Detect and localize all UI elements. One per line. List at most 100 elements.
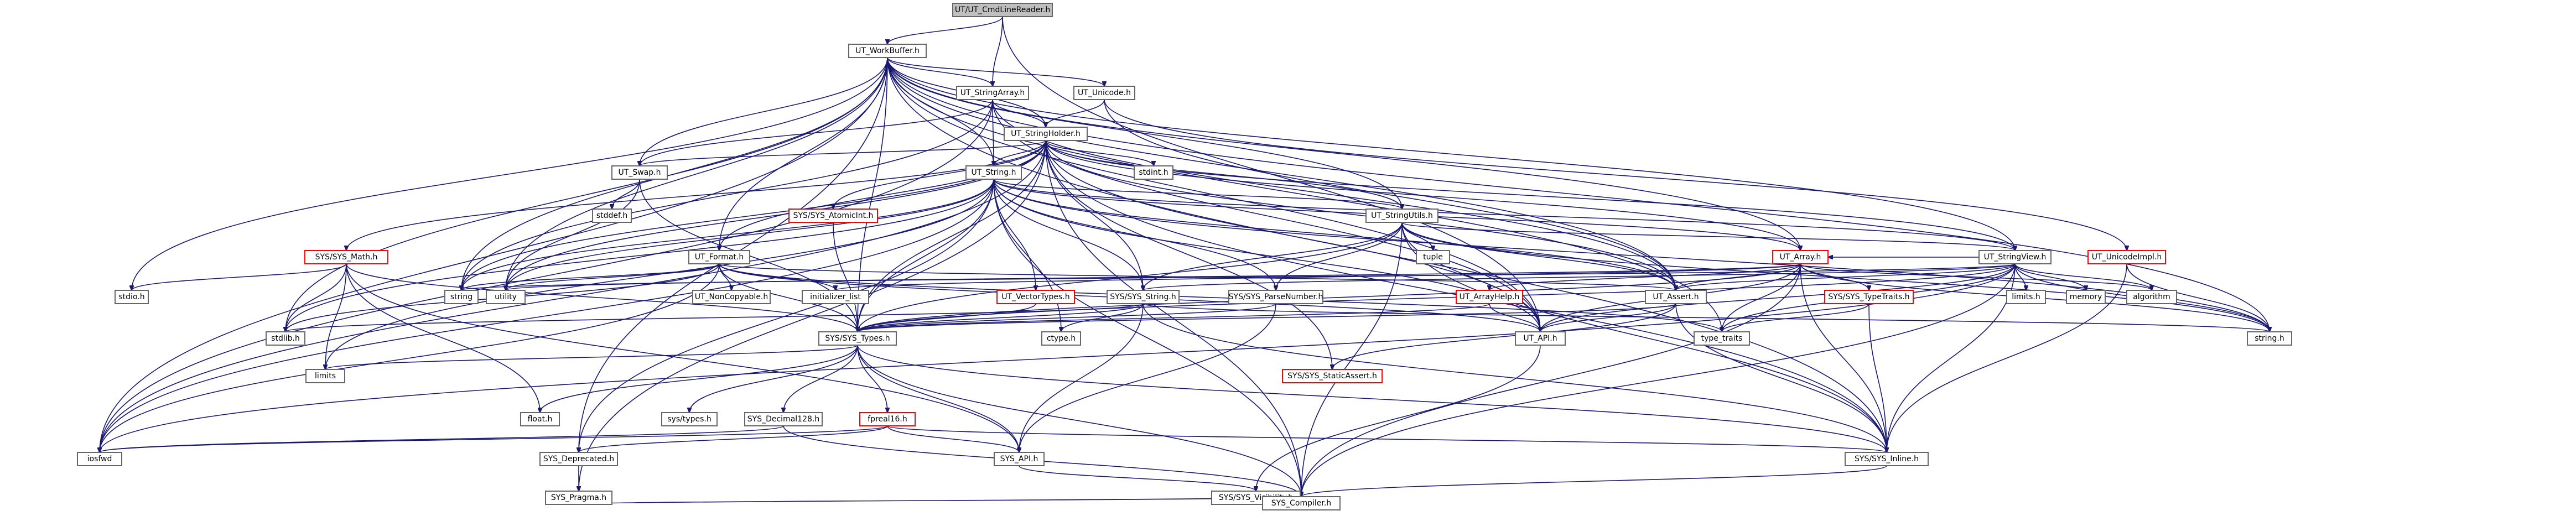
node-fpreal16-h[interactable]: fpreal16.h bbox=[859, 412, 916, 426]
node-sys-compiler-h[interactable]: SYS_Compiler.h bbox=[1262, 496, 1341, 510]
node-string[interactable]: string bbox=[444, 290, 479, 304]
node-ut-ut-cmdlinereader-h[interactable]: UT/UT_CmdLineReader.h bbox=[952, 3, 1053, 17]
node-sys-api-h[interactable]: SYS_API.h bbox=[994, 452, 1045, 466]
node-label: UT_API.h bbox=[1523, 334, 1557, 343]
node-label: UT_Format.h bbox=[695, 253, 744, 262]
edge-sys-decimal128-to-iosfwd bbox=[100, 425, 784, 452]
node-sys-decimal128-h[interactable]: SYS_Decimal128.h bbox=[744, 412, 823, 426]
node-sys-sys-staticassert-h[interactable]: SYS/SYS_StaticAssert.h bbox=[1282, 369, 1383, 383]
edge-sys-string-to-ctype bbox=[1061, 303, 1144, 332]
edge-ut-stringarray-to-string bbox=[461, 99, 993, 290]
node-utility[interactable]: utility bbox=[486, 290, 526, 304]
node-iosfwd[interactable]: iosfwd bbox=[77, 452, 122, 466]
edge-ut-arrayhelp-to-sys-types bbox=[858, 303, 1490, 332]
node-label: UT/UT_CmdLineReader.h bbox=[955, 6, 1050, 14]
node-box bbox=[994, 452, 1045, 466]
node-box bbox=[661, 412, 718, 426]
node-sys-sys-math-h[interactable]: SYS/SYS_Math.h bbox=[304, 250, 388, 264]
node-box bbox=[1515, 331, 1566, 346]
edge-ut-array-to-type-traits bbox=[1722, 263, 1801, 332]
node-box bbox=[1416, 250, 1450, 264]
node-initializer-list[interactable]: initializer_list bbox=[802, 290, 869, 304]
node-limits-h[interactable]: limits.h bbox=[2006, 290, 2046, 304]
edge-ut-swap-to-stddef bbox=[612, 179, 640, 209]
node-ut-arrayhelp-h[interactable]: UT_ArrayHelp.h bbox=[1456, 290, 1523, 304]
node-ut-swap-h[interactable]: UT_Swap.h bbox=[611, 165, 668, 180]
node-sys-sys-typetraits-h[interactable]: SYS/SYS_TypeTraits.h bbox=[1824, 290, 1914, 304]
node-label: SYS_Pragma.h bbox=[551, 493, 606, 502]
node-ut-unicodeimpl-h[interactable]: UT_UnicodeImpl.h bbox=[2087, 250, 2166, 264]
node-stddef-h[interactable]: stddef.h bbox=[592, 209, 632, 223]
edge-ut-array-to-sys-types bbox=[858, 263, 1801, 332]
node-ut-stringarray-h[interactable]: UT_StringArray.h bbox=[956, 86, 1029, 100]
node-label: SYS/SYS_AtomicInt.h bbox=[793, 211, 874, 220]
node-label: UT_Swap.h bbox=[619, 168, 661, 177]
node-memory[interactable]: memory bbox=[2066, 290, 2106, 304]
edge-ut-format-to-utility bbox=[506, 263, 720, 290]
edge-sys-typetraits-to-sys-inline bbox=[1868, 303, 1887, 452]
node-ut-stringholder-h[interactable]: UT_StringHolder.h bbox=[1004, 127, 1088, 141]
node-sys-deprecated-h[interactable]: SYS_Deprecated.h bbox=[539, 452, 618, 466]
edge-ut-string-to-sys-compiler bbox=[993, 179, 1301, 497]
edge-sys-types-to-limits bbox=[325, 345, 858, 369]
node-type-traits[interactable]: type_traits bbox=[1694, 331, 1750, 346]
node-label: UT_NonCopyable.h bbox=[695, 293, 768, 301]
node-limits[interactable]: limits bbox=[305, 369, 345, 383]
edge-ut-array-to-utility bbox=[506, 263, 1801, 290]
node-label: UT_StringUtils.h bbox=[1371, 211, 1433, 220]
node-label: string.h bbox=[2255, 334, 2284, 343]
node-ut-api-h[interactable]: UT_API.h bbox=[1515, 331, 1566, 346]
edge-sys-math-to-float bbox=[346, 263, 540, 413]
node-sys-sys-string-h[interactable]: SYS/SYS_String.h bbox=[1107, 290, 1180, 304]
edge-ut-workbuffer-to-iosfwd bbox=[100, 57, 888, 452]
edge-ut-stringutils-to-ut-stringview bbox=[1401, 222, 2015, 251]
edge-ut-array-to-ut-arrayhelp bbox=[1489, 263, 1801, 290]
node-ctype-h[interactable]: ctype.h bbox=[1041, 331, 1081, 346]
node-box bbox=[2066, 290, 2106, 304]
node-stdlib-h[interactable]: stdlib.h bbox=[266, 331, 305, 346]
node-ut-string-h[interactable]: UT_String.h bbox=[965, 165, 1022, 180]
node-stdint-h[interactable]: stdint.h bbox=[1134, 165, 1173, 180]
node-label: SYS/SYS_Inline.h bbox=[1855, 455, 1919, 463]
node-sys-types-h[interactable]: sys/types.h bbox=[661, 412, 718, 426]
node-sys-sys-types-h[interactable]: SYS/SYS_Types.h bbox=[818, 331, 897, 346]
edge-sys-types-to-fpreal16 bbox=[857, 345, 887, 413]
edge-ut-stringholder-to-sys-staticassert bbox=[1045, 140, 1332, 369]
node-algorithm[interactable]: algorithm bbox=[2126, 290, 2177, 304]
node-ut-assert-h[interactable]: UT_Assert.h bbox=[1645, 290, 1707, 304]
edge-sys-parsenumber-to-sys-api bbox=[1019, 303, 1276, 452]
node-ut-format-h[interactable]: UT_Format.h bbox=[688, 250, 750, 264]
node-box bbox=[1365, 209, 1438, 223]
node-ut-stringview-h[interactable]: UT_StringView.h bbox=[1978, 250, 2052, 264]
node-tuple[interactable]: tuple bbox=[1416, 250, 1450, 264]
node-sys-pragma-h[interactable]: SYS_Pragma.h bbox=[545, 491, 612, 505]
node-box bbox=[1004, 127, 1088, 141]
node-label: SYS_Decimal128.h bbox=[747, 415, 819, 424]
node-box bbox=[788, 209, 878, 223]
node-sys-sys-inline-h[interactable]: SYS/SYS_Inline.h bbox=[1845, 452, 1929, 466]
node-sys-sys-parsenumber-h[interactable]: SYS/SYS_ParseNumber.h bbox=[1228, 290, 1323, 304]
node-label: limits bbox=[315, 372, 336, 381]
node-label: sys/types.h bbox=[667, 415, 711, 424]
node-stdio-h[interactable]: stdio.h bbox=[115, 290, 149, 304]
node-ut-workbuffer-h[interactable]: UT_WorkBuffer.h bbox=[848, 44, 927, 58]
node-ut-noncopyable-h[interactable]: UT_NonCopyable.h bbox=[692, 290, 771, 304]
node-box bbox=[1824, 290, 1914, 304]
edge-ut-stringarray-to-ut-string bbox=[993, 99, 994, 166]
edge-ut-stringview-to-limits-h bbox=[2014, 263, 2026, 290]
node-sys-sys-atomicint-h[interactable]: SYS/SYS_AtomicInt.h bbox=[788, 209, 878, 223]
edge-ut-string-to-sys-string bbox=[993, 179, 1143, 290]
node-label: SYS_API.h bbox=[1000, 455, 1038, 463]
node-ut-stringutils-h[interactable]: UT_StringUtils.h bbox=[1365, 209, 1438, 223]
node-ut-vectortypes-h[interactable]: UT_VectorTypes.h bbox=[996, 290, 1075, 304]
node-box bbox=[1772, 250, 1829, 264]
node-string-h[interactable]: string.h bbox=[2247, 331, 2292, 346]
node-box bbox=[1845, 452, 1929, 466]
node-ut-unicode-h[interactable]: UT_Unicode.h bbox=[1073, 86, 1135, 100]
node-label: UT_VectorTypes.h bbox=[1001, 293, 1069, 301]
edge-ut-stringholder-to-ut-format bbox=[719, 140, 1046, 251]
node-float-h[interactable]: float.h bbox=[520, 412, 560, 426]
edge-ut-array-to-sys-inline bbox=[1800, 263, 1887, 452]
node-ut-array-h[interactable]: UT_Array.h bbox=[1772, 250, 1829, 264]
